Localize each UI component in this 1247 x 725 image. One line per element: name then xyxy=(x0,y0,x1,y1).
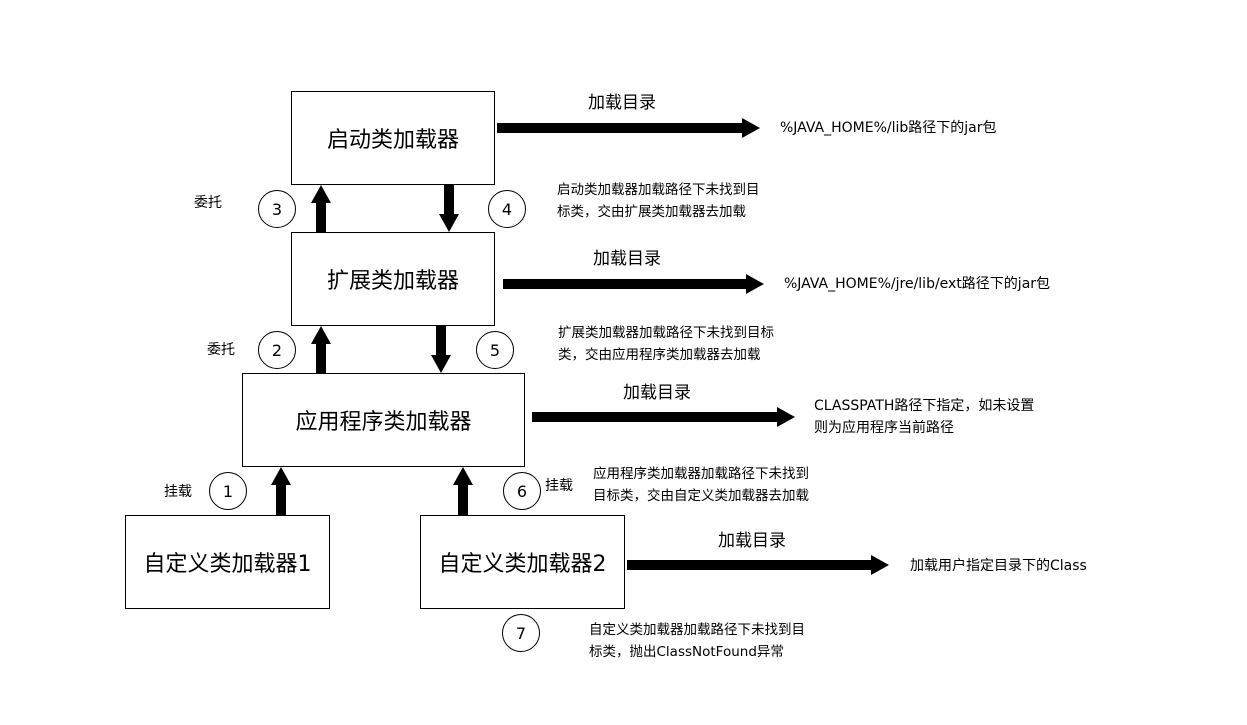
step-7-note-line1: 自定义类加载器加载路径下未找到目 xyxy=(589,622,805,638)
step-6-note-line2: 目标类，交由自定义类加载器去加载 xyxy=(593,488,809,504)
step-7-note-line2: 标类，抛出ClassNotFound异常 xyxy=(589,644,784,660)
mount-label-6: 挂载 xyxy=(545,478,573,494)
step-3-circle: 3 xyxy=(258,190,296,228)
bootstrap-load-target: %JAVA_HOME%/lib路径下的jar包 xyxy=(780,120,997,136)
delegate-label-3: 委托 xyxy=(194,195,222,211)
step-5-circle: 5 xyxy=(476,331,514,369)
step-2-circle: 2 xyxy=(258,331,296,369)
step-4-note-line1: 启动类加载器加载路径下未找到目 xyxy=(557,182,760,198)
delegate-label-2: 委托 xyxy=(207,342,235,358)
custom-loader-2-box: 自定义类加载器2 xyxy=(420,515,625,609)
load-dir-label-application: 加载目录 xyxy=(623,383,691,403)
custom-loader-1-box: 自定义类加载器1 xyxy=(125,515,330,609)
step-4-circle: 4 xyxy=(488,190,526,228)
step-1-circle: 1 xyxy=(209,472,247,510)
application-load-target-line2: 则为应用程序当前路径 xyxy=(814,420,954,436)
arrow-step-3-delegate-up xyxy=(311,185,331,232)
arrow-application-load-dir xyxy=(532,407,795,427)
arrow-step-1-mount-up xyxy=(271,467,291,515)
step-7-circle: 7 xyxy=(502,614,540,652)
custom2-load-target: 加载用户指定目录下的Class xyxy=(910,558,1087,574)
step-6-note-line1: 应用程序类加载器加载路径下未找到 xyxy=(593,466,809,482)
custom-loader-2-label: 自定义类加载器2 xyxy=(438,552,607,577)
extension-loader-box: 扩展类加载器 xyxy=(291,232,495,326)
step-1-number: 1 xyxy=(222,481,234,501)
step-2-number: 2 xyxy=(271,340,283,360)
step-5-note-line2: 类，交由应用程序类加载器去加载 xyxy=(558,347,761,363)
step-6-number: 6 xyxy=(516,481,528,501)
bootstrap-loader-box: 启动类加载器 xyxy=(291,91,495,185)
extension-loader-label: 扩展类加载器 xyxy=(326,269,459,294)
application-loader-box: 应用程序类加载器 xyxy=(242,373,525,467)
step-4-number: 4 xyxy=(501,199,513,219)
arrow-step-4-fallback-down xyxy=(439,185,459,232)
extension-load-target: %JAVA_HOME%/jre/lib/ext路径下的jar包 xyxy=(784,276,1051,292)
arrow-extension-load-dir xyxy=(503,274,764,294)
step-7-number: 7 xyxy=(515,623,527,643)
application-loader-label: 应用程序类加载器 xyxy=(295,410,472,435)
mount-label-1: 挂载 xyxy=(164,484,192,500)
arrow-step-5-fallback-down xyxy=(431,326,451,373)
load-dir-label-custom2: 加载目录 xyxy=(718,531,786,551)
step-6-circle: 6 xyxy=(503,472,541,510)
arrow-step-6-mount-up xyxy=(453,467,473,515)
arrow-bootstrap-load-dir xyxy=(497,118,760,138)
custom-loader-1-label: 自定义类加载器1 xyxy=(143,552,312,577)
step-5-number: 5 xyxy=(489,340,501,360)
arrow-step-2-delegate-up xyxy=(311,326,331,373)
step-4-note-line2: 标类，交由扩展类加载器去加载 xyxy=(557,204,746,220)
load-dir-label-bootstrap: 加载目录 xyxy=(588,93,656,113)
load-dir-label-extension: 加载目录 xyxy=(593,249,661,269)
step-5-note-line1: 扩展类加载器加载路径下未找到目标 xyxy=(558,325,774,341)
bootstrap-loader-label: 启动类加载器 xyxy=(326,128,459,153)
application-load-target-line1: CLASSPATH路径下指定，如未设置 xyxy=(814,398,1035,414)
step-3-number: 3 xyxy=(271,199,283,219)
arrow-custom2-load-dir xyxy=(627,555,889,575)
